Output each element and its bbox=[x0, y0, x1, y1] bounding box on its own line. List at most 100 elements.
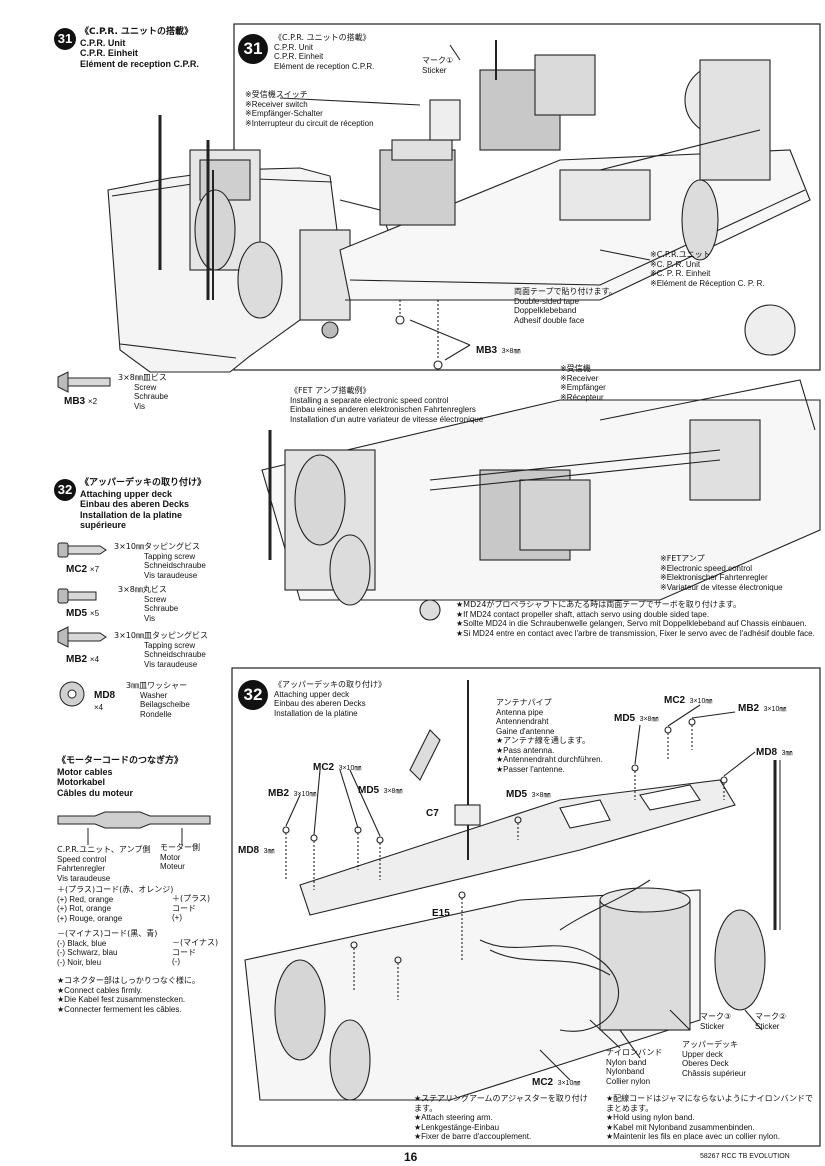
mb3-size-ja: 3×8㎜皿ビス bbox=[118, 373, 167, 382]
chassis-drawing-fet bbox=[261, 304, 821, 621]
callout-mb2-left: MB2 3×10㎜ bbox=[268, 783, 316, 801]
fet-esc-label: ※FETアンプ ※Electronic speed control ※Elekt… bbox=[660, 554, 783, 592]
box31-mb3-size: 3×8㎜ bbox=[501, 348, 521, 355]
motor-note: ★コネクター部はしっかりつなぐ様に。 ★Connect cables firml… bbox=[57, 976, 200, 1014]
fet-esc-en: ※Electronic speed control bbox=[660, 563, 753, 573]
antenna-fr: Gaine d'antenne bbox=[496, 726, 555, 736]
upper-deck-ja: アッパーデッキ bbox=[682, 1040, 738, 1049]
callout-mc2-right-size: 3×10㎜ bbox=[689, 698, 713, 705]
callout-mb2-left-size: 3×10㎜ bbox=[293, 791, 317, 798]
motor-left-de: Fahrtenregler bbox=[57, 864, 106, 873]
mc2-thread-icon bbox=[67, 545, 107, 555]
md5-en: Screw bbox=[144, 594, 167, 604]
nylon-band-en: Nylon band bbox=[606, 1057, 647, 1067]
box32-titles: 《アッパーデッキの取り付け》 Attaching upper deck Einb… bbox=[274, 680, 386, 718]
callout-mc2-right: MC2 3×10㎜ bbox=[664, 690, 712, 708]
mb3-qty: ×2 bbox=[87, 397, 98, 406]
box31-titles: 《C.P.R. ユニットの搭載》 C.P.R. Unit C.P.R. Einh… bbox=[274, 33, 374, 71]
motor-right-ja: モーター側 bbox=[160, 843, 200, 852]
callout-mc2-left-code: MC2 bbox=[313, 762, 335, 773]
box31-mark1-ja: マーク① bbox=[422, 56, 454, 65]
motor-minus-r-code: コード bbox=[172, 947, 196, 957]
band-note-en: ★Hold using nylon band. bbox=[606, 1113, 695, 1122]
box31-number-badge: 31 bbox=[238, 34, 268, 64]
mark2-label: マーク② Sticker bbox=[755, 1012, 786, 1031]
upper-deck-label: アッパーデッキ Upper deck Oberes Deck Châssis s… bbox=[682, 1040, 746, 1078]
mc2-code: MC2 bbox=[66, 564, 88, 575]
callout-md5-center-size: 3×8㎜ bbox=[531, 792, 551, 799]
md5-size-ja: 3×8㎜丸ビス bbox=[118, 585, 167, 594]
fet-title-ja: 《FET アンプ搭載例》 bbox=[290, 386, 371, 395]
box31-mb3-code: MB3 bbox=[476, 345, 498, 356]
mb3-fr: Vis bbox=[134, 401, 145, 411]
step31-titles: 《C.P.R. ユニットの搭載》 C.P.R. Unit C.P.R. Einh… bbox=[80, 27, 199, 69]
motor-right-fr: Moteur bbox=[160, 862, 185, 871]
fet-esc-ja: ※FETアンプ bbox=[660, 554, 705, 563]
fet-recv-fr: ※Récepteur bbox=[560, 392, 604, 402]
motor-minus-fr: (-) Noir, bleu bbox=[57, 957, 102, 967]
box31-tape-de: Doppelklebeband bbox=[514, 306, 577, 315]
mark3-label: マーク③ Sticker bbox=[700, 1012, 731, 1031]
antenna-note-en: ★Pass antenna. bbox=[496, 745, 555, 755]
motor-minus-label: －(マイナス)コード(黒、青) (-) Black, blue (-) Schw… bbox=[57, 929, 157, 967]
mc2-part-code: MC2 ×7 bbox=[66, 564, 99, 575]
callout-md8-right-size: 3㎜ bbox=[781, 750, 793, 757]
box31-tape-fr: Adhesif double face bbox=[514, 315, 585, 325]
nylon-band-note: ★配線コードはジャマにならないようにナイロンバンドでまとめます。 ★Hold u… bbox=[606, 1094, 818, 1142]
mb3-head-icon bbox=[57, 371, 69, 393]
callout-mb2-right-code: MB2 bbox=[738, 703, 760, 714]
step31-title-de: C.P.R. Einheit bbox=[80, 48, 138, 58]
step32-titles: 《アッパーデッキの取り付け》 Attaching upper deck Einb… bbox=[80, 478, 228, 531]
nylon-band-de: Nylonband bbox=[606, 1067, 645, 1076]
step31-title-en: C.P.R. Unit bbox=[80, 37, 126, 48]
box31-recv-fr: ※Interrupteur du circuit de réception bbox=[245, 118, 374, 128]
box31-recv-en: ※Receiver switch bbox=[245, 99, 308, 109]
md5-de: Schraube bbox=[144, 604, 179, 613]
motor-note-de: ★Die Kabel fest zusammenstecken. bbox=[57, 995, 186, 1004]
md8-part-code: MD8 bbox=[94, 690, 115, 701]
box32-title-de: Einbau des aberen Decks bbox=[274, 699, 366, 708]
callout-mc2-bottom: MC2 3×10㎜ bbox=[532, 1072, 580, 1090]
motor-left-label: C.P.R.ユニット、アンプ側 Speed control Fahrtenreg… bbox=[57, 845, 150, 883]
callout-md5-right-code: MD5 bbox=[614, 713, 636, 724]
motor-title-ja: 《モーターコードのつなぎ方》 bbox=[57, 756, 184, 766]
band-note-de: ★Kabel mit Nylonband zusammenbinden. bbox=[606, 1122, 755, 1132]
fet-receiver-label: ※受信機 ※Receiver ※Empfänger ※Récepteur bbox=[560, 364, 606, 402]
motor-right-label: モーター側 Motor Moteur bbox=[160, 843, 200, 872]
fet-note: ★MD24がプロペラシャフトにあたる時は両面テープでサーボを取り付けます。 ★I… bbox=[456, 600, 816, 638]
nylon-band-ja: ナイロンバンド bbox=[606, 1048, 663, 1057]
callout-e15: E15 bbox=[432, 908, 450, 919]
screw-markers bbox=[282, 718, 728, 1000]
motor-plus-label: ＋(プラス)コード(赤、オレンジ) (+) Red, orange (+) Ro… bbox=[57, 885, 173, 923]
box31-cpr-fr: ※Elément de Réception C. P. R. bbox=[650, 278, 765, 288]
steering-note-de: ★Lenkgestänge-Einbau bbox=[414, 1122, 500, 1132]
mark3-ja: マーク③ bbox=[700, 1012, 732, 1021]
motor-plus-en: (+) Red, orange bbox=[57, 894, 114, 904]
motor-right-en: Motor bbox=[160, 852, 181, 862]
step32-title-de: Einbau des aberen Decks bbox=[80, 499, 190, 509]
step31-number-badge: 31 bbox=[54, 28, 76, 50]
antenna-en: Antenna pipe bbox=[496, 707, 544, 717]
box31-cpr-en: ※C. P. R. Unit bbox=[650, 259, 701, 269]
mb2-qty: ×4 bbox=[89, 655, 100, 664]
box31-recv-de: ※Empfänger-Schalter bbox=[245, 109, 323, 118]
band-note-ja: ★配線コードはジャマにならないようにナイロンバンドでまとめます。 bbox=[606, 1094, 814, 1113]
md8-code: MD8 bbox=[94, 690, 116, 701]
callout-md8-right: MD8 3㎜ bbox=[756, 742, 792, 760]
nylon-band-fr: Collier nylon bbox=[606, 1076, 651, 1086]
motor-plus-r-ja: ＋(プラス) bbox=[172, 894, 211, 903]
mb2-part-desc: 3×10㎜皿タッピングビス Tapping screw Schneidschra… bbox=[114, 631, 208, 669]
motor-minus-r-ja: －(マイナス) bbox=[172, 938, 219, 947]
md5-head-icon bbox=[57, 588, 69, 604]
step32-box-frame bbox=[231, 667, 821, 1147]
mb2-size-ja: 3×10㎜皿タッピングビス bbox=[114, 631, 208, 640]
motor-cables-section: 《モーターコードのつなぎ方》 Motor cables Motorkabel C… bbox=[57, 756, 183, 798]
step32-title-en: Attaching upper deck bbox=[80, 488, 173, 499]
mb3-de: Schraube bbox=[134, 392, 169, 401]
md5-part-code: MD5 ×5 bbox=[66, 608, 99, 619]
mb2-en: Tapping screw bbox=[144, 640, 196, 650]
motor-left-en: Speed control bbox=[57, 854, 107, 864]
mb2-de: Schneidschraube bbox=[144, 650, 206, 659]
mc2-de: Schneidschraube bbox=[144, 561, 206, 570]
